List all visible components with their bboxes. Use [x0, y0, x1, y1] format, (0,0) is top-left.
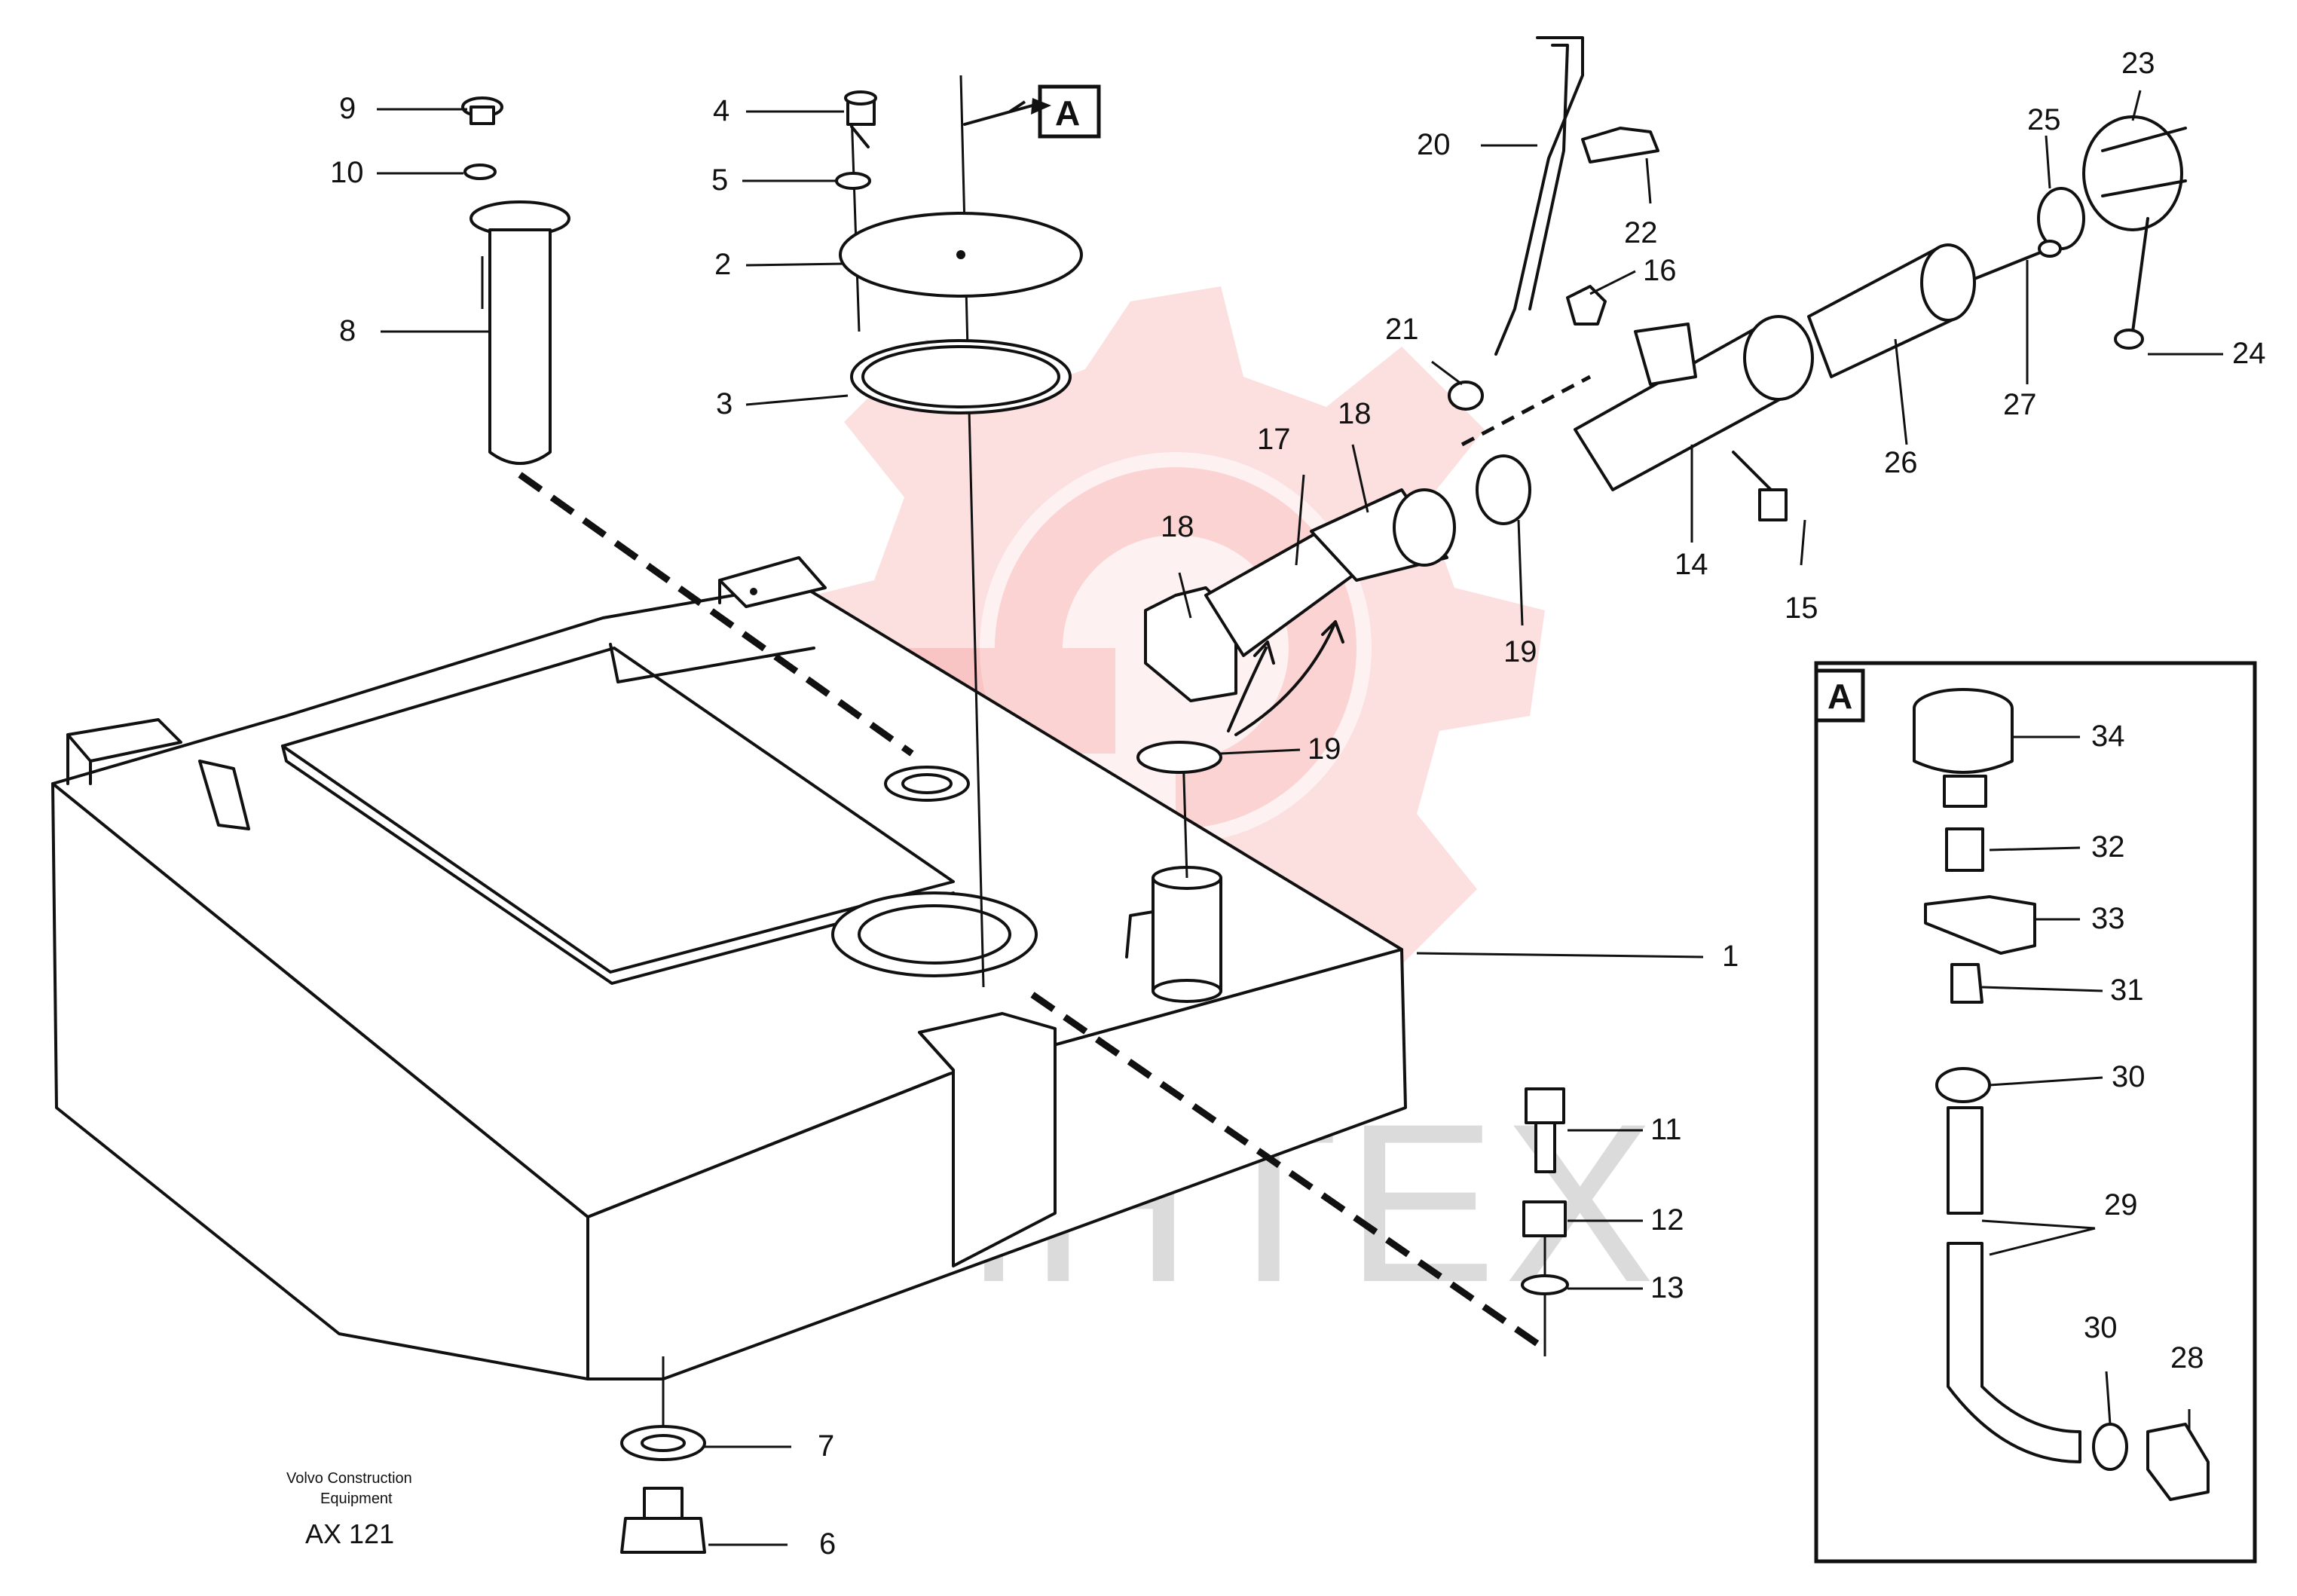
callout-11: 11 [1650, 1113, 1682, 1146]
assembly-dashline-sender [518, 472, 914, 757]
footer-code: AX 121 [305, 1518, 394, 1549]
callout-32: 32 [2091, 830, 2125, 864]
callout-27: 27 [2003, 388, 2037, 421]
callout-25: 25 [2027, 103, 2061, 136]
footer-line-2: Equipment [320, 1491, 393, 1507]
callout-19b: 19 [1503, 635, 1537, 668]
view-a-pointer [963, 84, 1101, 139]
callout-5: 5 [711, 164, 728, 197]
callout-8: 8 [339, 314, 356, 347]
callout-24: 24 [2232, 337, 2266, 370]
callout-30a: 30 [2112, 1060, 2146, 1093]
detail-view-frame [1814, 661, 2257, 1564]
drain-plug-group [620, 1425, 706, 1554]
filler-neck-group [1136, 36, 2187, 774]
assembly-dashline-front [1030, 992, 1547, 1352]
footer-line-1: Volvo Construction [286, 1470, 412, 1487]
callout-17: 17 [1257, 423, 1291, 456]
callout-33: 33 [2091, 902, 2125, 935]
callout-34: 34 [2091, 720, 2125, 753]
detail-view-label: A [1828, 677, 1852, 716]
callout-15: 15 [1785, 592, 1818, 625]
callout-22: 22 [1624, 216, 1658, 249]
callout-3: 3 [716, 387, 733, 420]
cover-plate-group [835, 90, 1083, 414]
callout-29: 29 [2104, 1188, 2138, 1221]
callout-2: 2 [714, 248, 731, 281]
callout-19a: 19 [1308, 732, 1341, 766]
callout-4: 4 [713, 94, 729, 127]
callout-31: 31 [2110, 974, 2144, 1007]
callout-numbers: 1 2 3 4 5 6 7 8 9 10 11 12 13 14 15 16 1… [330, 47, 2266, 1561]
callout-6: 6 [819, 1527, 836, 1561]
callout-23: 23 [2121, 47, 2155, 80]
callout-9: 9 [339, 92, 356, 125]
callout-16: 16 [1643, 254, 1677, 287]
callout-10: 10 [330, 156, 364, 189]
view-a-pointer-label: A [1055, 93, 1080, 133]
leader-lines [377, 90, 2223, 1546]
callout-26: 26 [1884, 446, 1918, 479]
callout-18a: 18 [1338, 397, 1372, 430]
callout-18b: 18 [1161, 510, 1194, 543]
callout-21: 21 [1385, 313, 1419, 346]
callout-12: 12 [1650, 1203, 1684, 1237]
callout-7: 7 [818, 1429, 834, 1463]
sender-group [461, 96, 570, 465]
bolt-group [1521, 1087, 1569, 1295]
callout-28: 28 [2170, 1341, 2204, 1374]
callout-14: 14 [1675, 548, 1708, 581]
detail-view-parts [1913, 688, 2210, 1501]
fuel-tank [51, 556, 1407, 1380]
callout-30b: 30 [2084, 1311, 2118, 1344]
callout-13: 13 [1650, 1271, 1684, 1304]
callout-1: 1 [1722, 940, 1739, 973]
callout-20: 20 [1417, 128, 1451, 161]
